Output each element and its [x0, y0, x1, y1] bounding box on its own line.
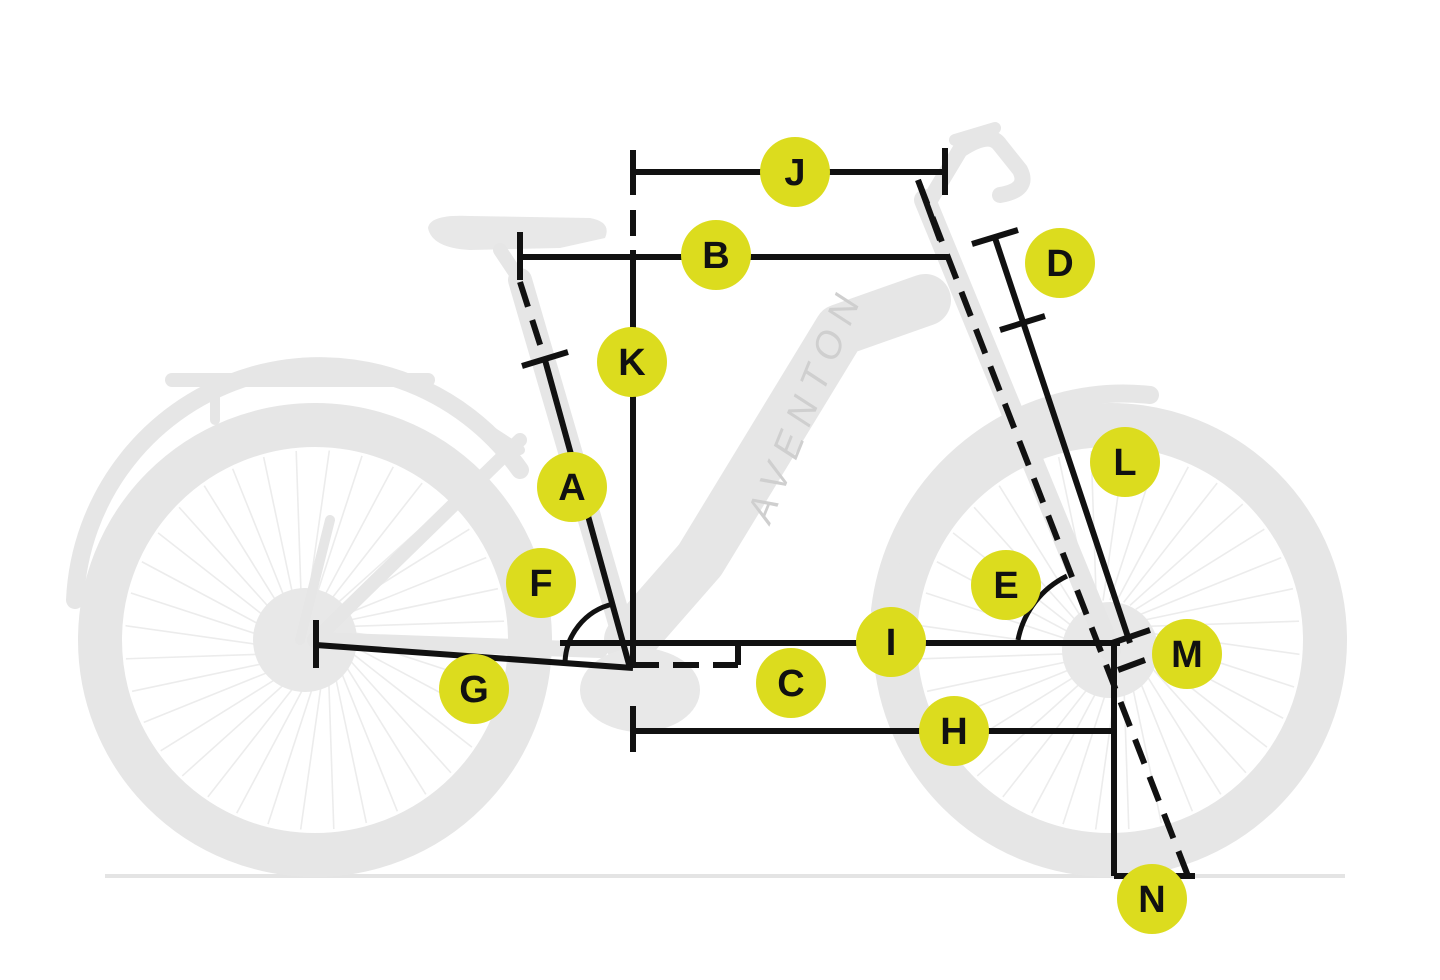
svg-text:E: E	[993, 565, 1018, 607]
svg-text:H: H	[940, 711, 967, 753]
svg-text:A: A	[558, 467, 585, 509]
spoke	[314, 455, 363, 601]
spoke	[334, 674, 368, 824]
line-n-dashed	[915, 178, 1191, 878]
spoke	[1144, 587, 1294, 621]
spoke	[998, 485, 1081, 615]
badge-a: A	[537, 452, 607, 522]
svg-text:D: D	[1046, 243, 1073, 285]
spoke	[349, 659, 452, 774]
spoke	[125, 652, 278, 660]
badge-f: F	[506, 548, 576, 618]
rear-rack	[165, 373, 525, 645]
badge-n: N	[1117, 864, 1187, 934]
svg-text:C: C	[777, 663, 804, 705]
svg-text:L: L	[1113, 442, 1136, 484]
arc-f	[562, 601, 614, 665]
badge-l: L	[1090, 427, 1160, 497]
spoke	[236, 679, 309, 814]
spoke	[976, 674, 1091, 777]
badge-c: C	[756, 648, 826, 718]
spoke	[1122, 677, 1130, 830]
spoke	[1002, 677, 1097, 798]
spoke	[352, 620, 505, 628]
badge-g: G	[439, 654, 509, 724]
badge-k: K	[597, 327, 667, 397]
spoke	[349, 587, 499, 621]
spoke	[339, 670, 399, 812]
spoke	[181, 674, 296, 777]
badge-e: E	[971, 550, 1041, 620]
spoke	[131, 659, 281, 693]
spoke	[345, 556, 487, 616]
svg-text:M: M	[1171, 634, 1203, 676]
spoke	[1135, 528, 1265, 611]
line-a-dashed	[517, 281, 548, 361]
spoke	[1140, 556, 1282, 616]
line-m	[1111, 627, 1151, 646]
spoke	[160, 669, 290, 752]
spoke	[231, 468, 291, 610]
spoke	[344, 665, 427, 795]
spoke	[1123, 482, 1218, 603]
spoke	[262, 456, 296, 606]
spoke	[299, 679, 323, 830]
spoke	[926, 659, 1076, 693]
svg-text:N: N	[1138, 879, 1165, 921]
badge-b: B	[681, 220, 751, 290]
spoke	[178, 506, 281, 621]
spoke	[920, 652, 1073, 660]
brand-text: AVENTON	[739, 280, 873, 530]
spoke	[352, 653, 473, 748]
spoke	[207, 677, 302, 798]
spoke	[321, 466, 394, 601]
spoke	[1062, 679, 1111, 825]
spoke	[125, 624, 276, 648]
svg-text:G: G	[459, 669, 489, 711]
spoke	[143, 664, 285, 724]
svg-text:J: J	[784, 152, 805, 194]
badge-m: M	[1152, 619, 1222, 689]
spoke	[328, 482, 423, 603]
handlebar	[922, 122, 1031, 208]
spoke	[1031, 679, 1104, 814]
spoke	[157, 532, 278, 627]
svg-text:I: I	[886, 622, 897, 664]
spoke	[295, 450, 303, 603]
badge-j: J	[760, 137, 830, 207]
label-badges: J B D K L A F E I M C G H N	[439, 137, 1222, 934]
line-l	[992, 237, 1133, 644]
spoke	[1144, 659, 1247, 774]
spoke	[267, 679, 316, 825]
badge-i: I	[856, 607, 926, 677]
spoke	[1129, 503, 1244, 606]
svg-text:F: F	[529, 563, 552, 605]
spoke	[1134, 670, 1194, 812]
badge-h: H	[919, 696, 989, 766]
spoke	[327, 677, 335, 830]
spoke	[130, 592, 276, 641]
spoke	[1116, 466, 1189, 601]
spoke	[141, 561, 276, 634]
svg-text:B: B	[702, 235, 729, 277]
spoke	[203, 485, 286, 615]
spoke	[1139, 665, 1222, 795]
badge-d: D	[1025, 228, 1095, 298]
svg-text:K: K	[618, 342, 646, 384]
